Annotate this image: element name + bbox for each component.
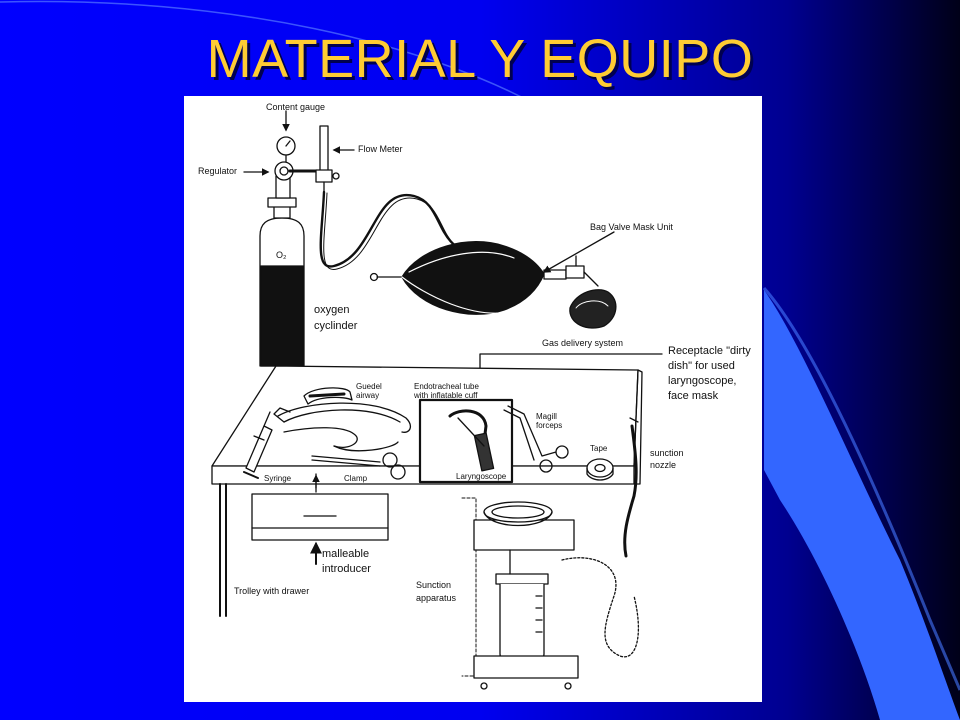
label-syringe: Syringe bbox=[264, 474, 292, 483]
label-receptacle-4: face mask bbox=[668, 390, 719, 402]
label-suction-nozzle-2: nozzle bbox=[650, 460, 677, 470]
label-tape: Tape bbox=[590, 444, 608, 453]
label-endotracheal-2: with inflatable cuff bbox=[414, 391, 478, 400]
accent-swoosh-shape bbox=[764, 290, 960, 720]
label-o2: O₂ bbox=[276, 250, 287, 260]
label-gas-delivery: Gas delivery system bbox=[542, 338, 624, 348]
laryngoscope-box bbox=[418, 398, 514, 484]
label-guedel-2: airway bbox=[356, 391, 380, 400]
label-magill-2: forceps bbox=[536, 421, 563, 430]
stethoscope-tube bbox=[283, 427, 399, 452]
suction-apparatus bbox=[461, 497, 640, 690]
accent-swoosh-edge bbox=[762, 287, 960, 691]
title-swoosh bbox=[0, 0, 561, 119]
slide-title: MATERIAL Y EQUIPO bbox=[206, 29, 754, 89]
label-cylinder: cyclinder bbox=[314, 320, 358, 332]
label-trolley: Trolley with drawer bbox=[234, 586, 310, 596]
oxygen-cylinder bbox=[259, 197, 305, 367]
suction-nozzle bbox=[623, 417, 639, 558]
label-guedel-1: Guedel bbox=[356, 382, 382, 391]
label-receptacle-2: dish" for used bbox=[668, 360, 735, 372]
label-laryngoscope: Laryngoscope bbox=[456, 472, 507, 481]
regulator-assembly bbox=[243, 110, 324, 199]
label-receptacle-1: Receptacle "dirty bbox=[668, 345, 751, 357]
label-magill-1: Magill bbox=[536, 412, 557, 421]
label-oxygen: oxygen bbox=[314, 304, 350, 316]
label-malleable: malleable bbox=[322, 548, 370, 560]
label-regulator: Regulator bbox=[198, 166, 238, 176]
endotracheal-tube bbox=[273, 402, 412, 433]
label-suction-apparatus-2: apparatus bbox=[416, 593, 457, 603]
clamp bbox=[311, 452, 406, 493]
bag-valve-mask bbox=[369, 231, 617, 329]
label-content-gauge: Content gauge bbox=[266, 102, 326, 112]
label-clamp: Clamp bbox=[344, 474, 368, 483]
magill-forceps bbox=[503, 405, 569, 473]
label-flow-meter: Flow Meter bbox=[358, 144, 403, 154]
equipment-illustration bbox=[211, 110, 663, 690]
flow-meter bbox=[315, 125, 355, 193]
equipment-diagram: Content gauge Flow Meter Regulator O₂ ox… bbox=[184, 96, 762, 702]
label-endotracheal-1: Endotracheal tube bbox=[414, 382, 479, 391]
guedel-airway bbox=[303, 387, 353, 405]
label-introducer: introducer bbox=[322, 563, 371, 575]
label-suction-nozzle-1: sunction bbox=[650, 448, 684, 458]
label-receptacle-3: laryngoscope, bbox=[668, 375, 737, 387]
label-bag-valve-mask: Bag Valve Mask Unit bbox=[590, 222, 673, 232]
syringe bbox=[243, 411, 273, 479]
label-suction-apparatus-1: Sunction bbox=[416, 580, 452, 590]
tape-roll bbox=[586, 458, 614, 481]
